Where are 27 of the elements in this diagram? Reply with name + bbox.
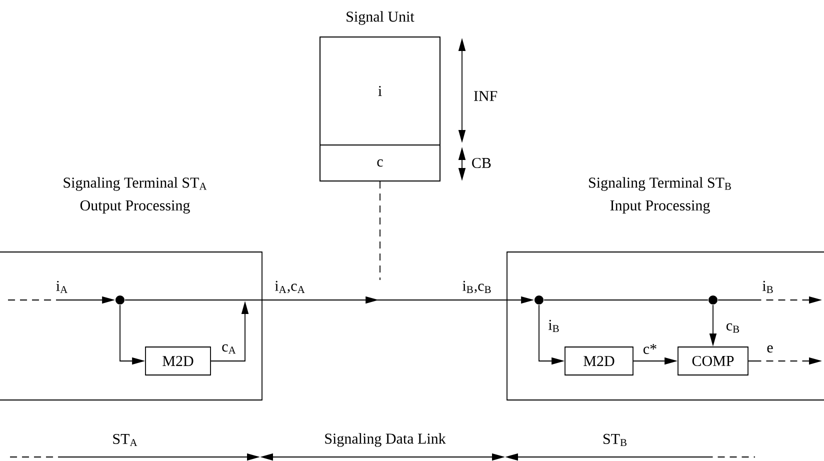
label: CB — [470, 156, 492, 170]
heading: Signaling Terminal ST$_{B}$ — [589, 177, 731, 191]
process-box: M2D — [145, 346, 211, 376]
edge-label: i$_{B}$ — [547, 318, 561, 334]
label: i$_{B}$,c$_{B}$ — [461, 280, 493, 294]
label: ST$_{B}$ — [602, 432, 628, 448]
subheading: Input Processing — [610, 200, 710, 214]
junction-dot — [708, 296, 718, 304]
heading: Signal Unit — [346, 11, 414, 25]
label: Signaling Data Link — [323, 432, 447, 448]
check-field: c — [320, 144, 440, 182]
edge-label: c$_{B}$ — [724, 322, 742, 334]
edge-label: i$_{A}$,c$_{A}$ — [274, 280, 306, 294]
edge-label: i$_{A}$ — [54, 280, 70, 294]
label: INF — [472, 90, 499, 102]
heading: Signaling Terminal ST$_{A}$ — [64, 177, 207, 191]
edge-label: c$_{A}$ — [220, 343, 238, 355]
subheading: Output Processing — [80, 200, 190, 214]
junction-dot — [534, 296, 544, 304]
edge-label: i$_{B}$ — [761, 280, 775, 294]
process-box: COMP — [678, 346, 748, 376]
edge-label: c* — [642, 343, 658, 355]
label: ST$_{A}$ — [111, 432, 139, 448]
junction-dot — [116, 296, 124, 304]
info-field: i — [320, 36, 440, 146]
process-box: M2D — [564, 346, 634, 376]
edge-label: e — [766, 344, 774, 354]
